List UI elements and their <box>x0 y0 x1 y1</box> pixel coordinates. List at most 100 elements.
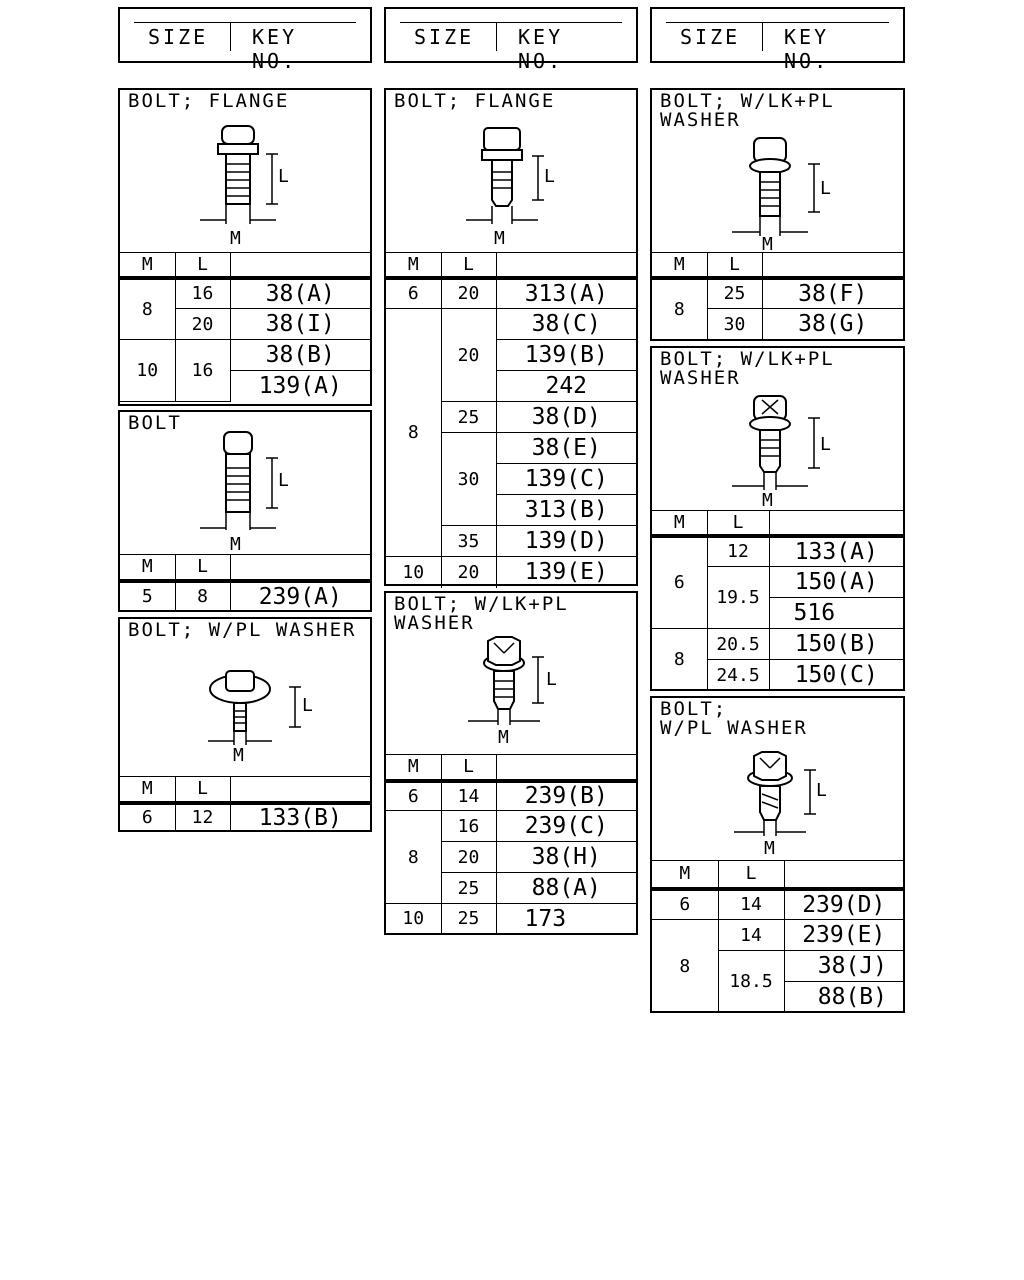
key-no: 133(B) <box>229 802 370 831</box>
l-value: 14 <box>440 780 497 811</box>
l-value: 19.5 <box>707 566 770 629</box>
size-label: SIZE <box>680 25 741 49</box>
key-no: 38(D) <box>495 401 636 433</box>
key-no: 239(E) <box>783 919 903 951</box>
panel-title: BOLT; FLANGE <box>128 90 290 112</box>
length-label: L <box>820 178 831 199</box>
diameter-label: M <box>498 727 509 748</box>
col-m: M <box>386 754 442 783</box>
l-value: 20 <box>440 556 497 588</box>
diameter-label: M <box>230 228 241 249</box>
length-label: L <box>278 470 289 491</box>
l-value: 30 <box>707 308 763 340</box>
col-l: L <box>717 860 785 891</box>
panel-title: BOLT; W/LK+PL WASHER <box>394 593 569 634</box>
panel-title: BOLT; W/LK+PL WASHER <box>660 90 835 131</box>
key-no: 173 <box>495 903 636 934</box>
key-no: 516 <box>769 597 903 629</box>
key-no: 313(A) <box>495 277 636 309</box>
m-value: 10 <box>120 339 176 402</box>
key-no: 38(B) <box>229 339 370 371</box>
key-no: 38(I) <box>229 308 370 340</box>
l-value: 25 <box>706 277 763 309</box>
l-value: 16 <box>440 810 497 842</box>
l-value: 12 <box>706 535 770 567</box>
key-no: 88(A) <box>495 872 636 904</box>
m-value: 8 <box>652 628 708 691</box>
col-m: M <box>386 252 442 280</box>
col-m: M <box>652 252 708 280</box>
panel-title: BOLT <box>128 412 182 434</box>
l-value: 12 <box>174 802 231 831</box>
col-m: M <box>120 252 176 280</box>
diameter-label: M <box>762 490 773 511</box>
key-no-label: KEY NO. <box>252 25 298 73</box>
col-m: M <box>652 860 719 891</box>
l-value: 25 <box>441 401 497 433</box>
key-no: 139(D) <box>495 525 636 557</box>
l-value: 25 <box>441 872 497 904</box>
m-value: 10 <box>386 903 442 934</box>
length-label: L <box>546 669 557 690</box>
key-no: 150(C) <box>768 659 903 691</box>
size-header-3: SIZE KEY NO. <box>650 7 905 73</box>
key-no: 239(B) <box>495 780 636 811</box>
length-label: L <box>544 166 555 187</box>
diameter-label: M <box>230 534 241 554</box>
key-no: 38(G) <box>761 308 903 340</box>
diameter-label: M <box>494 228 505 249</box>
key-no: 242 <box>496 370 636 402</box>
l-value: 20 <box>440 308 497 402</box>
diameter-label: M <box>233 745 244 766</box>
m-value: 6 <box>386 277 442 309</box>
l-value: 24.5 <box>707 659 770 691</box>
key-no: 38(J) <box>783 950 903 982</box>
col-l: L <box>706 510 770 538</box>
diameter-label: M <box>764 838 775 859</box>
key-no: 38(A) <box>229 277 370 309</box>
washer-bolt-icon: L M <box>208 670 313 766</box>
m-value: 8 <box>120 277 176 340</box>
m-value: 6 <box>652 535 708 629</box>
key-no: 38(E) <box>495 432 636 464</box>
key-no: 133(A) <box>768 535 903 567</box>
lock-washer-bolt-icon: L M <box>732 137 831 255</box>
m-value: 5 <box>120 580 176 611</box>
key-no: 150(A) <box>768 566 903 598</box>
m-value: 8 <box>652 277 708 340</box>
key-no-label: KEY NO. <box>784 25 830 73</box>
key-no: 239(D) <box>783 888 903 920</box>
key-no: 313(B) <box>496 494 636 526</box>
panel-title: BOLT; FLANGE <box>394 90 556 112</box>
key-no: 38(H) <box>495 841 636 873</box>
panel-title: BOLT; W/PL WASHER <box>128 619 357 641</box>
key-no: 38(F) <box>761 277 903 309</box>
col-l: L <box>706 252 763 280</box>
l-value: 35 <box>441 525 497 557</box>
length-label: L <box>820 434 831 455</box>
length-label: L <box>302 695 313 716</box>
l-value: 16 <box>174 277 231 309</box>
m-value: 10 <box>386 556 442 588</box>
key-no: 139(A) <box>230 370 370 402</box>
diameter-label: M <box>762 234 773 255</box>
key-no: 38(C) <box>495 308 636 340</box>
m-value: 6 <box>120 802 176 831</box>
washer-bolt-icon: L M <box>734 751 827 859</box>
l-value: 20.5 <box>706 628 770 660</box>
col-l: L <box>440 754 497 783</box>
m-value: 6 <box>386 780 442 811</box>
